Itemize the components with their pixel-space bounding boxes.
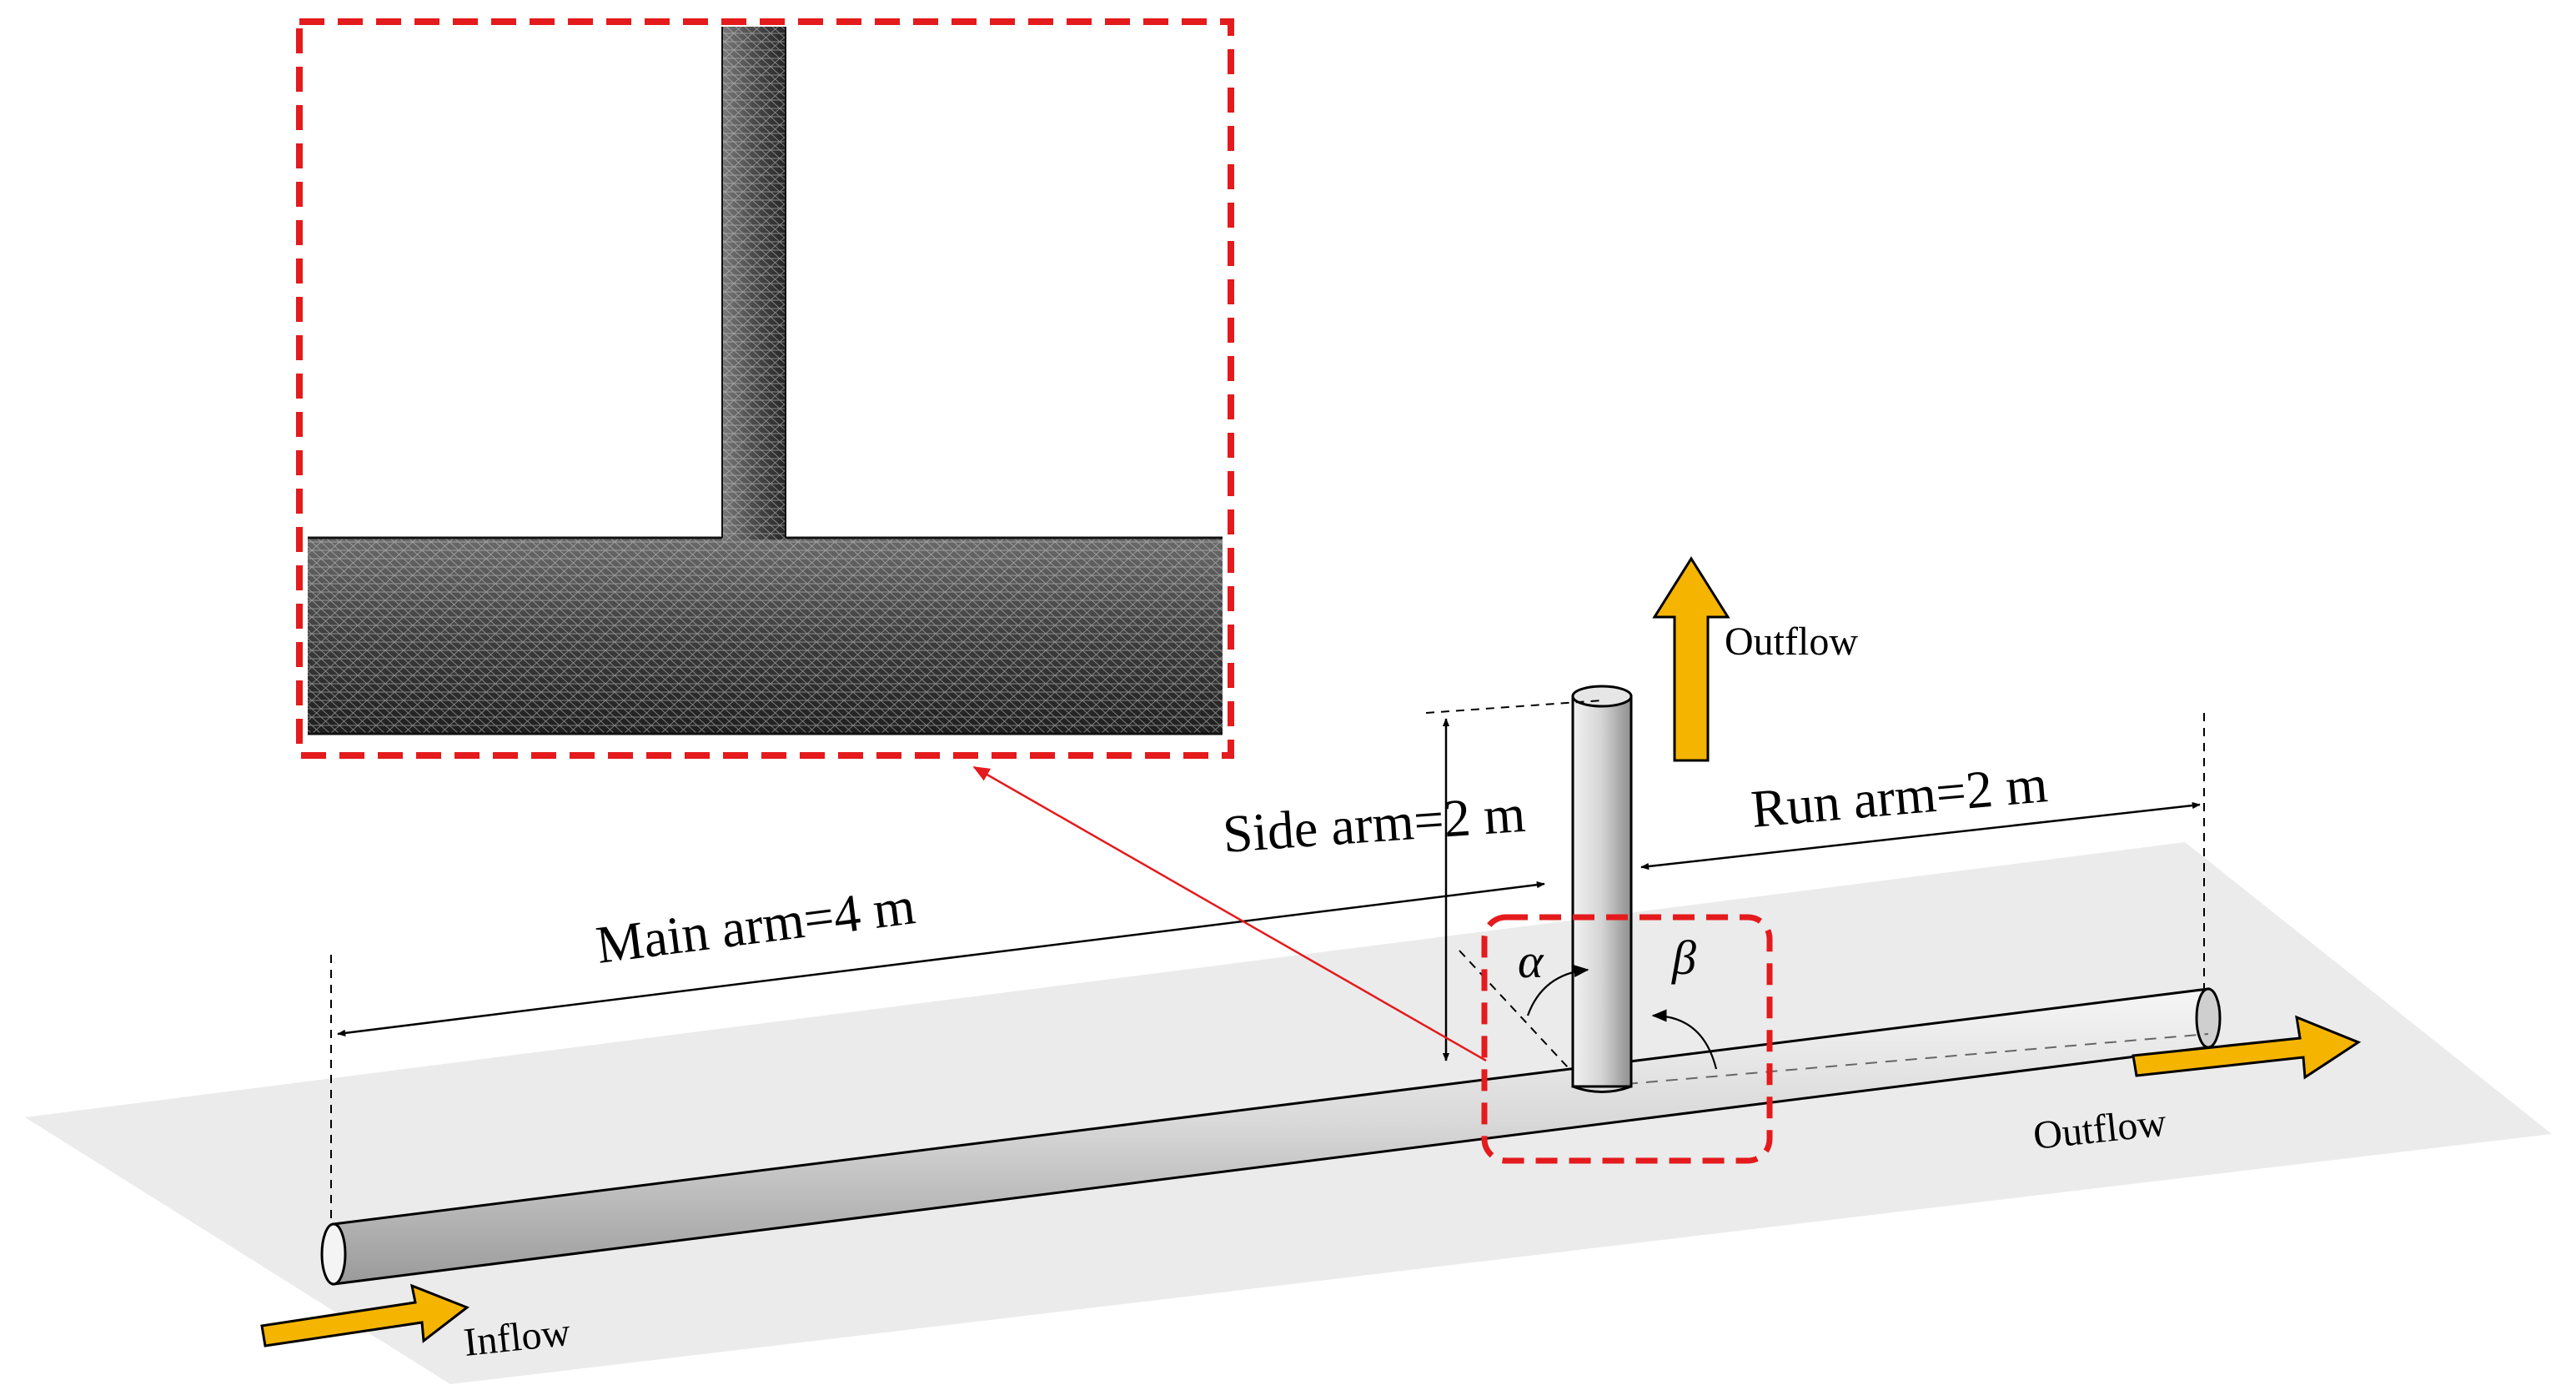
side-arm-label: Side arm=2 m bbox=[1221, 784, 1527, 864]
angle-arcs bbox=[1526, 965, 1718, 1070]
dimension-arrows bbox=[337, 718, 2201, 1061]
outflow-top-arrow bbox=[1652, 556, 1730, 762]
beta-arc bbox=[1651, 1009, 1718, 1070]
alpha-arc bbox=[1526, 965, 1589, 1016]
beta-label: β bbox=[1671, 931, 1696, 985]
mesh-zoom-view bbox=[296, 18, 1234, 759]
flow-arrows bbox=[260, 556, 2362, 1347]
inflow-arrow bbox=[260, 1283, 470, 1347]
outflow-top-label: Outflow bbox=[1725, 620, 1858, 664]
outflow-right-arrow bbox=[2132, 1015, 2362, 1080]
mesh-zoom-frame bbox=[296, 18, 1234, 759]
main-arm-label: Main arm=4 m bbox=[593, 876, 918, 975]
zoom-leader-line bbox=[972, 765, 1487, 1062]
junction-highlight-box bbox=[1481, 914, 1773, 1164]
run-arm-dimension-arrow bbox=[1640, 801, 2201, 871]
side-pipe bbox=[1571, 685, 1633, 1093]
main-arm-dimension-arrow bbox=[337, 881, 1545, 1037]
alpha-label: α bbox=[1518, 934, 1544, 988]
